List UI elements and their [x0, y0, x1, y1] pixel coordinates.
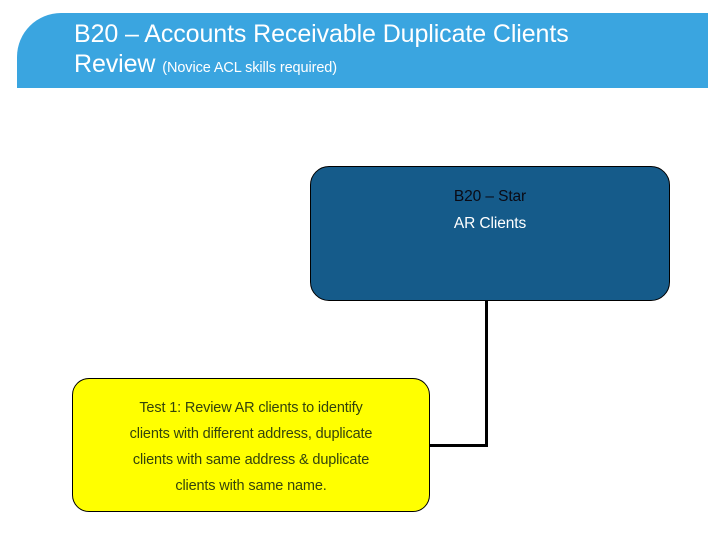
note-box-test-1[interactable]: Test 1: Review AR clients to identify cl… — [72, 378, 430, 512]
process-box-star-ar-clients[interactable]: B20 – Star AR Clients — [310, 166, 670, 301]
process-box-line-2: AR Clients — [453, 215, 527, 232]
note-box-line-1: Test 1: Review AR clients to identify — [139, 400, 363, 416]
note-box-line-2: clients with different address, duplicat… — [129, 426, 373, 442]
note-box-line-4: clients with same name. — [175, 478, 327, 494]
page-title: B20 – Accounts Receivable Duplicate Clie… — [74, 19, 698, 49]
process-box-line-1: B20 – Star — [453, 188, 527, 205]
page-title-line-1: B20 – Accounts Receivable Duplicate Clie… — [74, 20, 569, 48]
connector-horizontal-segment — [424, 444, 488, 447]
page-title-second-row: Review (Novice ACL skills required) — [74, 49, 698, 83]
note-box-line-3: clients with same address & duplicate — [132, 452, 370, 468]
page-title-line-2: Review — [74, 50, 156, 78]
slide-header-banner: B20 – Accounts Receivable Duplicate Clie… — [17, 13, 708, 88]
page-subtitle: (Novice ACL skills required) — [162, 60, 337, 76]
connector-vertical-segment — [485, 299, 488, 447]
